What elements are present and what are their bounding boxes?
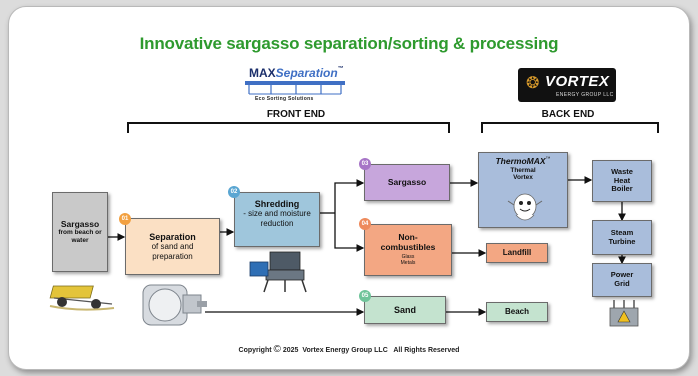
sargasso-title: Sargasso — [387, 176, 427, 187]
shredding-box: Shredding - size and moisture reduction — [234, 192, 320, 247]
back-end-label: BACK END — [541, 109, 595, 120]
thermomax-box: ThermoMAX™ Thermal Vortex — [478, 152, 568, 228]
shredding-title: Shredding — [254, 199, 300, 209]
arrow-to-sargasso — [334, 179, 365, 213]
conveyor-graphic — [245, 81, 345, 95]
diagram-title: Innovative sargasso separation/sorting &… — [139, 34, 559, 53]
logo-tagline: Eco Sorting Solutions — [255, 96, 314, 102]
centrifuge-machine-icon — [142, 284, 207, 326]
front-end-label: FRONT END — [266, 109, 326, 120]
steam-turbine-box: Steam Turbine — [592, 220, 652, 255]
vortex-mascot-icon — [507, 193, 543, 221]
logo-tm: ™ — [337, 66, 344, 72]
transformer-icon — [609, 300, 639, 327]
noncombustibles-title: Non-combustibles — [380, 232, 436, 253]
back-end-bracket — [481, 122, 659, 133]
beach-title: Beach — [504, 307, 529, 317]
waste-heat-boiler-title: Waste Heat Boiler — [611, 167, 633, 194]
vortex-logo: ❂ VORTEX ENERGY GROUP LLC — [518, 68, 616, 102]
landfill-title: Landfill — [502, 248, 532, 258]
steam-turbine-title: Steam Turbine — [608, 227, 636, 246]
logo-separation-text: Separation — [275, 66, 338, 80]
beach-cleaner-machine-icon — [49, 285, 115, 311]
separation-title: Separation — [149, 232, 196, 243]
step-01-badge: 01 — [119, 213, 131, 225]
maxseparation-logo: MAXSeparation™ Eco Sorting Solutions — [241, 64, 351, 106]
source-subtitle: from beach or water — [58, 229, 102, 244]
copyright-prefix: Copyright — [238, 347, 272, 354]
vortex-swirl-icon: ❂ — [526, 75, 540, 92]
vortex-logo-text: VORTEX — [545, 73, 610, 90]
step-04-badge: 04 — [359, 218, 371, 230]
step-03-badge: 03 — [359, 158, 371, 170]
sand-box: Sand — [364, 296, 446, 324]
arrow-to-noncombustibles — [334, 213, 365, 252]
copyright-notice: Copyright © 2025 Vortex Energy Group LLC… — [0, 344, 698, 355]
front-end-bracket — [127, 122, 450, 133]
power-grid-box: Power Grid — [592, 263, 652, 297]
sand-title: Sand — [393, 304, 416, 315]
step-02-badge: 02 — [228, 186, 240, 198]
copyright-symbol: © — [273, 344, 281, 355]
copyright-text: 2025 Vortex Energy Group LLC All Rights … — [282, 347, 460, 354]
source-title: Sargasso — [60, 218, 100, 229]
step-05-badge: 05 — [359, 290, 371, 302]
sargasso-box: Sargasso — [364, 164, 450, 201]
thermomax-tm: ™ — [545, 156, 551, 162]
separation-box: Separation of sand and preparation — [125, 218, 220, 275]
diagram-card — [8, 6, 690, 370]
waste-heat-boiler-box: Waste Heat Boiler — [592, 160, 652, 202]
vortex-logo-subtext: ENERGY GROUP LLC — [556, 92, 614, 98]
logo-max-text: MAX — [249, 66, 276, 80]
noncombustibles-subtitle: Glass Metals — [400, 254, 416, 266]
shredder-machine-icon — [249, 251, 307, 293]
beach-box: Beach — [486, 302, 548, 322]
shredding-subtitle: - size and moisture reduction — [243, 209, 311, 228]
thermomax-title: ThermoMAX — [495, 156, 546, 166]
noncombustibles-box: Non-combustibles Glass Metals — [364, 224, 452, 276]
thermomax-subtitle: Thermal Vortex — [510, 166, 536, 182]
separation-subtitle: of sand and preparation — [151, 242, 194, 261]
landfill-box: Landfill — [486, 243, 548, 263]
sargasso-source-box: Sargasso from beach or water — [52, 192, 108, 272]
power-grid-title: Power Grid — [610, 270, 634, 288]
